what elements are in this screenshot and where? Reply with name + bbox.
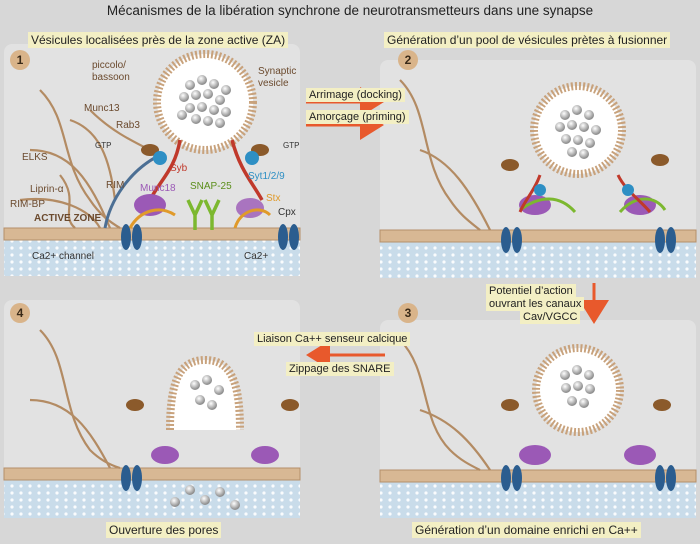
step-snare-zipping: Zippage des SNARE (286, 362, 394, 376)
neurotransmitter-cluster (177, 75, 231, 128)
panel-1-caption: Vésicules localisées près de la zone act… (28, 32, 289, 48)
label-rab3: Rab3 (116, 120, 140, 131)
label-rim-bp: RIM-BP (10, 199, 45, 210)
label-gtp-right: GTP (283, 141, 300, 150)
label-cpx: Cpx (278, 207, 296, 218)
panel-3-number: 3 (398, 303, 418, 323)
panel-2-drawing (379, 79, 697, 278)
panel-1-drawing (3, 50, 301, 276)
snap25-right (203, 199, 221, 230)
calcium-channel-right (278, 224, 299, 250)
label-snap25: SNAP-25 (190, 181, 232, 192)
label-rim: RIM (106, 180, 125, 191)
step-action-potential-2: ouvrant les canaux (486, 297, 585, 311)
panel-1-number: 1 (10, 50, 30, 70)
label-liprin: Liprin-α (30, 184, 64, 195)
label-piccolo: piccolo/ bassoon (92, 60, 130, 83)
syntaxin-complex (236, 198, 264, 218)
panel-3-caption: Génération d’un domaine enrichi en Ca++ (412, 522, 641, 538)
step-priming: Amorçage (priming) (306, 110, 409, 124)
diagram-title: Mécanismes de la libération synchrone de… (106, 3, 594, 18)
step-calcium-binding: Liaison Ca++ senseur calcique (254, 332, 411, 346)
panel-4-caption: Ouverture des pores (106, 522, 222, 538)
calcium-channel-left (121, 224, 142, 250)
synaptobrevin-right (230, 139, 264, 201)
plasma-membrane (3, 227, 301, 241)
label-munc18: Munc18 (140, 183, 176, 194)
label-elks: ELKS (22, 152, 48, 163)
panel-4-drawing (3, 329, 301, 518)
synaptotagmin-left (153, 151, 167, 165)
panel-2-number: 2 (398, 50, 418, 70)
step-action-potential-1: Potentiel d’action (486, 284, 576, 298)
snap25-left (186, 199, 204, 230)
label-syb: Syb (170, 163, 188, 174)
label-ca2: Ca2+ (244, 251, 269, 262)
label-syt: Syt1/2/9 (248, 171, 285, 182)
label-gtp-left: GTP (95, 141, 112, 150)
step-action-potential-3: Cav/VGCC (520, 310, 581, 324)
panel-2-caption: Génération d’un pool de vésicules prètes… (384, 32, 671, 48)
rim-protein (103, 153, 161, 229)
label-ca-channel: Ca2+ channel (32, 251, 94, 262)
rab3-left (141, 144, 159, 156)
panel-4-number: 4 (10, 303, 30, 323)
synaptotagmin-right (245, 151, 259, 165)
panel-3-drawing (379, 339, 697, 518)
label-munc13: Munc13 (84, 103, 120, 114)
label-active-zone: ACTIVE ZONE (34, 213, 102, 224)
label-synaptic-vesicle: Synaptic vesicle (258, 66, 297, 89)
label-stx: Stx (266, 193, 281, 204)
synaptic-vesicle (153, 50, 257, 154)
step-docking: Arrimage (docking) (306, 88, 405, 102)
